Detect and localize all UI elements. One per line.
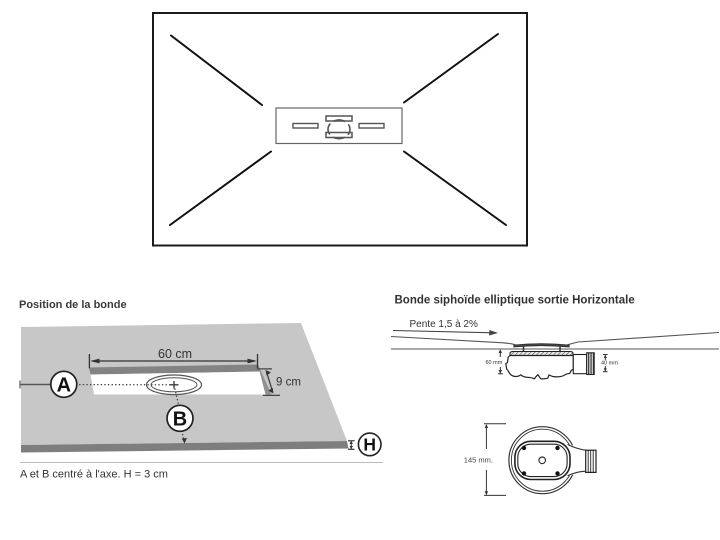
- svg-text:9 cm: 9 cm: [276, 377, 301, 389]
- svg-text:Position de la bonde: Position de la bonde: [19, 299, 127, 311]
- svg-text:60 cm: 60 cm: [158, 347, 192, 361]
- svg-text:A et B centré à l'axe. H = 3 c: A et B centré à l'axe. H = 3 cm: [20, 469, 168, 481]
- svg-text:H: H: [363, 435, 376, 455]
- svg-text:A: A: [57, 374, 71, 396]
- svg-text:Pente 1,5 à 2%: Pente 1,5 à 2%: [410, 319, 478, 330]
- svg-text:B: B: [173, 408, 187, 430]
- svg-text:Bonde siphoïde elliptique sort: Bonde siphoïde elliptique sortie Horizon…: [395, 295, 635, 307]
- svg-text:60 mm: 60 mm: [486, 360, 503, 366]
- svg-text:40 mm: 40 mm: [601, 361, 618, 367]
- svg-text:145 mm.: 145 mm.: [464, 456, 493, 465]
